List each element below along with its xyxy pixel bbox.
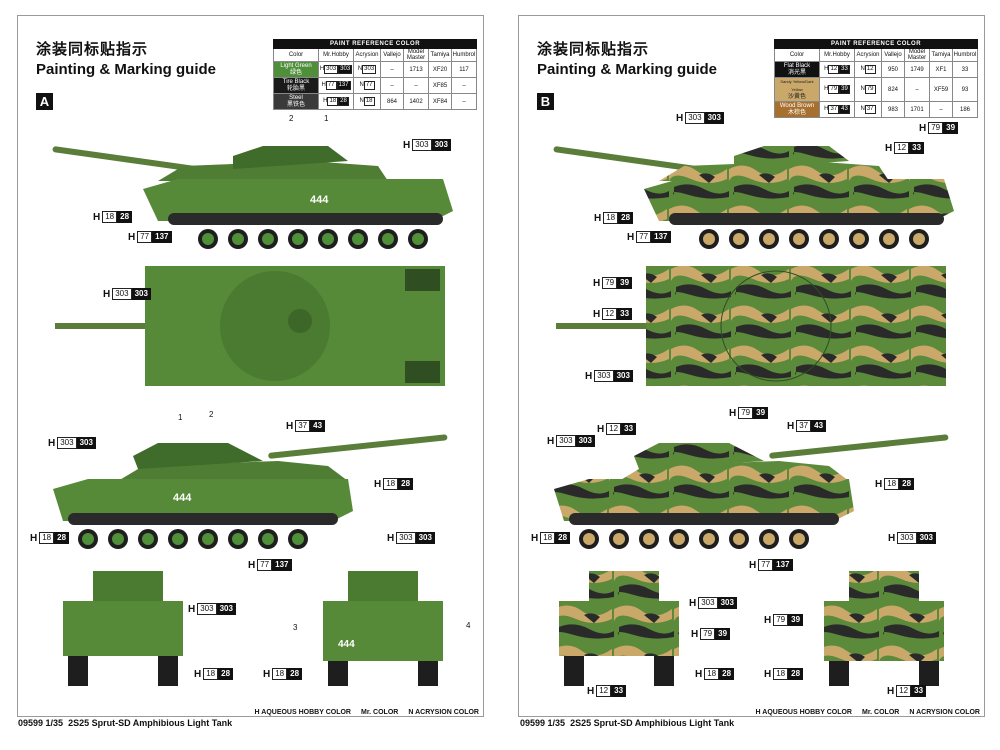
col-modelmaster: Model Master (904, 48, 930, 62)
paint-reference-table-a: PAINT REFERENCE COLOR Color Mr.Hobby Acr… (273, 39, 477, 110)
col-mrhobby: Mr.Hobby (819, 48, 855, 62)
heading-chinese: 涂装同标贴指示 (537, 40, 650, 58)
sheet-b: 涂装同标贴指示 Painting & Marking guide B PAINT… (518, 15, 985, 717)
paint-reference-table-b: PAINT REFERENCE COLOR Color Mr.Hobby Acr… (774, 39, 978, 118)
paint-legend: H AQUEOUS HOBBY COLOR Mr. COLOR N ACRYSI… (755, 709, 980, 716)
scheme-label-a: A (36, 93, 53, 110)
tank-side-view-right (554, 434, 949, 549)
tank-front-view (559, 571, 679, 686)
part-number: 3 (293, 623, 298, 632)
tank-side-view-left: 444 (52, 146, 453, 249)
footer-a: 09599 1/35 2S25 Sprut-SD Amphibious Ligh… (18, 718, 233, 728)
col-acrysion: Acrysion (353, 48, 381, 62)
tank-rear-view: 444 (323, 571, 443, 686)
part-number: 1 (178, 413, 183, 422)
hull-number: 444 (338, 639, 355, 650)
tank-top-view (556, 266, 946, 386)
table-title: PAINT REFERENCE COLOR (273, 39, 477, 49)
part-number: 2 (209, 410, 214, 419)
col-humbrol: Humbrol (952, 48, 978, 62)
col-modelmaster: Model Master (403, 48, 429, 62)
part-number: 4 (466, 621, 471, 630)
col-color: Color (273, 48, 319, 62)
col-acrysion: Acrysion (854, 48, 882, 62)
tank-top-view (55, 266, 445, 386)
table-title: PAINT REFERENCE COLOR (774, 39, 978, 49)
hull-number: 444 (310, 194, 329, 206)
paint-legend: H AQUEOUS HOBBY COLOR Mr. COLOR N ACRYSI… (254, 709, 479, 716)
col-tamiya: Tamiya (929, 48, 953, 62)
col-mrhobby: Mr.Hobby (318, 48, 354, 62)
hull-number: 444 (173, 492, 192, 504)
col-humbrol: Humbrol (451, 48, 477, 62)
tank-side-view-right: 444 (53, 434, 448, 549)
part-number: 1 (324, 114, 329, 123)
part-number: 2 (289, 114, 294, 123)
col-color: Color (774, 48, 820, 62)
tank-front-view (63, 571, 183, 686)
heading-chinese: 涂装同标贴指示 (36, 40, 149, 58)
heading-english: Painting & Marking guide (537, 61, 718, 78)
footer-b: 09599 1/35 2S25 Sprut-SD Amphibious Ligh… (520, 718, 735, 728)
heading-english: Painting & Marking guide (36, 61, 217, 78)
col-tamiya: Tamiya (428, 48, 452, 62)
col-vallejo: Vallejo (881, 48, 905, 62)
col-vallejo: Vallejo (380, 48, 404, 62)
tank-side-view-left (553, 146, 954, 249)
sheet-a: 涂装同标贴指示 Painting & Marking guide A PAINT… (17, 15, 484, 717)
scheme-label-b: B (537, 93, 554, 110)
tank-rear-view (824, 571, 944, 686)
